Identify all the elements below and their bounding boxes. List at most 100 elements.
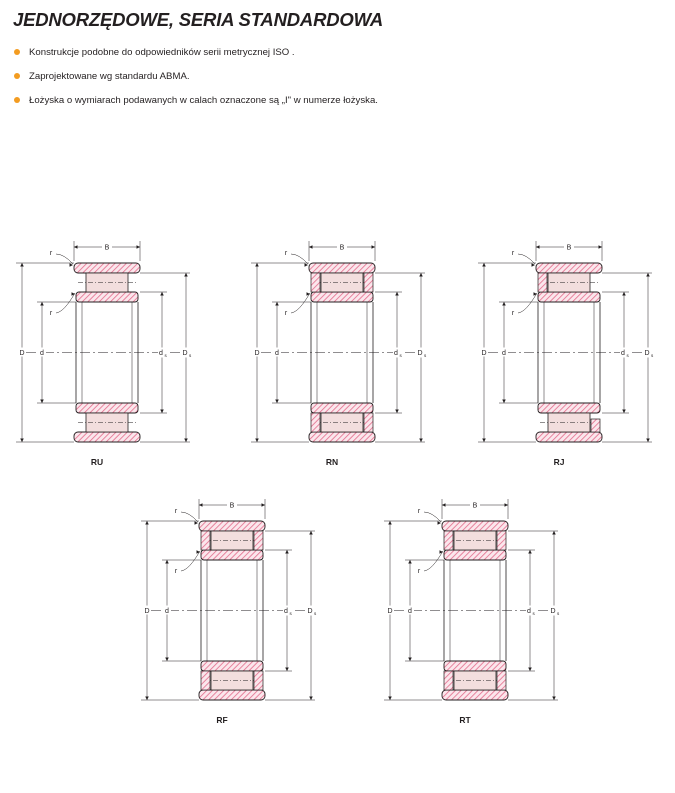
outer-ring-top [308, 262, 376, 274]
feature-list: Konstrukcje podobne do odpowiedników ser… [14, 47, 378, 119]
Ds-subscript: s [557, 611, 560, 616]
Ds-label-bg [307, 605, 316, 616]
bullet-dot-icon [14, 49, 20, 55]
arrow-head [408, 560, 412, 564]
arrow-head [533, 292, 537, 296]
d-label: d [408, 608, 412, 615]
D-label: D [19, 350, 24, 357]
r-top-label: r [418, 508, 421, 515]
Ds-label: D [644, 350, 649, 357]
feature-text: Zaprojektowane wg standardu ABMA. [29, 71, 190, 82]
Ds-label-bg [417, 347, 426, 358]
arrow-head [437, 521, 441, 525]
b-label: B [105, 245, 110, 252]
outer-ring-bottom [308, 431, 376, 443]
arrow-head [536, 245, 540, 249]
lip-right-top [363, 272, 374, 293]
D-label-bg [386, 605, 394, 615]
ds-label: d [394, 350, 398, 357]
b-label-bg [102, 242, 112, 250]
r-top-label: r [285, 250, 288, 257]
feature-text: Łożyska o wymiarach podawanych w calach … [29, 95, 378, 106]
r-mid-leader [180, 550, 201, 572]
ds-label-bg [283, 605, 292, 616]
ds-subscript: s [400, 353, 403, 358]
ds-label-bg [158, 347, 167, 358]
Ds-label-bg [644, 347, 653, 358]
arrow-head [40, 302, 44, 306]
r-top-label: r [175, 508, 178, 515]
d-label-bg [500, 347, 508, 357]
arrow-head [71, 292, 75, 296]
arrow-head [275, 399, 279, 403]
arrow-head [145, 521, 149, 525]
diagram-caption: RT [459, 715, 471, 725]
r-mid-leader [290, 292, 311, 314]
diagram-caption: RJ [554, 457, 565, 467]
arrow-head [419, 438, 423, 442]
D-label: D [254, 350, 259, 357]
arrow-head [371, 245, 375, 249]
lip-right-bottom [496, 670, 507, 691]
bullet-dot-icon [14, 73, 20, 79]
page-title: JEDNORZĘDOWE, SERIA STANDARDOWA [13, 9, 383, 30]
arrow-head [504, 503, 508, 507]
arrow-head [408, 657, 412, 661]
arrow-head [306, 292, 310, 296]
arrow-head [482, 263, 486, 267]
r-mid-label: r [175, 568, 178, 575]
bullet-dot-icon [14, 97, 20, 103]
d-label: d [502, 350, 506, 357]
outer-ring-top [441, 520, 509, 532]
d-label: d [275, 350, 279, 357]
Ds-label: D [550, 608, 555, 615]
inner-ring-top [443, 549, 507, 561]
arrow-head [646, 273, 650, 277]
feature-text: Konstrukcje podobne do odpowiedników ser… [29, 47, 295, 58]
r-top-leader [55, 253, 74, 265]
r-mid-label: r [50, 310, 53, 317]
d-label-bg [273, 347, 281, 357]
diagram-caption: RN [326, 457, 338, 467]
lip-left-bottom [310, 412, 321, 433]
Ds-subscript: s [651, 353, 654, 358]
arrow-head [552, 696, 556, 700]
lip-right-bottom [253, 670, 264, 691]
ds-label: d [284, 608, 288, 615]
arrow-head [309, 531, 313, 535]
b-label-bg [470, 500, 480, 508]
arrow-head [69, 263, 73, 267]
arrow-head [395, 409, 399, 413]
arrow-head [439, 550, 443, 554]
arrow-head [309, 245, 313, 249]
arrow-head [622, 292, 626, 296]
arrow-head [136, 245, 140, 249]
b-label: B [473, 503, 478, 510]
diagram-caption: RU [91, 457, 103, 467]
inner-ring-top [75, 291, 139, 303]
inner-ring-bottom [310, 402, 374, 414]
D-label: D [144, 608, 149, 615]
ds-label: d [159, 350, 163, 357]
D-label-bg [480, 347, 488, 357]
r-top-leader [517, 253, 536, 265]
d-label: d [40, 350, 44, 357]
ds-label-bg [620, 347, 629, 358]
D-label: D [387, 608, 392, 615]
arrow-head [622, 409, 626, 413]
r-mid-leader [423, 550, 444, 572]
r-mid-label: r [285, 310, 288, 317]
lip-left-bottom [200, 670, 211, 691]
b-label-bg [227, 500, 237, 508]
inner-ring-top [310, 291, 374, 303]
arrow-head [482, 438, 486, 442]
ds-subscript: s [165, 353, 168, 358]
ds-subscript: s [290, 611, 293, 616]
ds-subscript: s [627, 353, 630, 358]
